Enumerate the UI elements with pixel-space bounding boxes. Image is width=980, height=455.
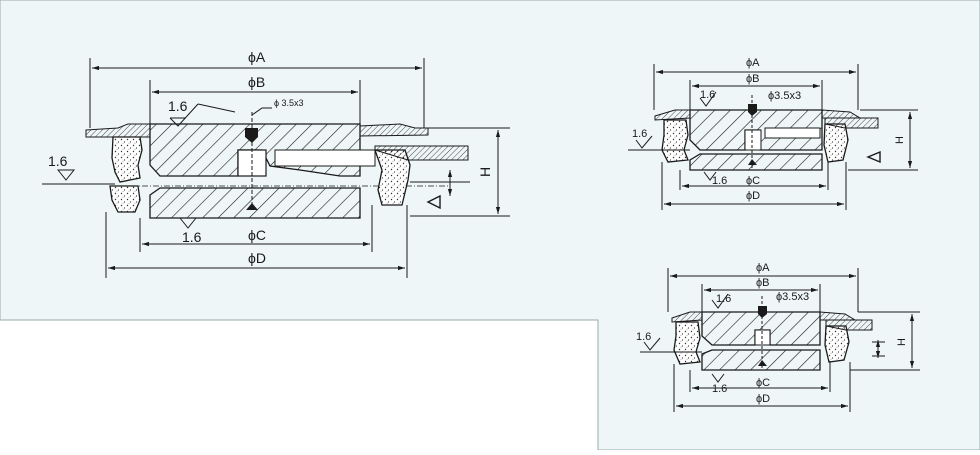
small-dim-d: ϕD — [756, 393, 770, 405]
large-roughness-left: 1.6 — [48, 153, 68, 169]
medium-dim-b: ϕB — [746, 73, 760, 85]
medium-bore — [744, 129, 762, 151]
small-roughness-top: 1.6 — [716, 293, 731, 305]
large-dim-d: ϕD — [248, 250, 266, 266]
small-disc-lower — [701, 349, 821, 371]
medium-disc-lower — [689, 153, 823, 171]
large-disc-lower — [149, 187, 361, 219]
small-roughness-left: 1.6 — [636, 331, 651, 343]
small-dim-a: ϕA — [756, 262, 770, 274]
medium-roughness-top: 1.6 — [700, 89, 715, 101]
large-dim-b: ϕB — [248, 74, 265, 90]
medium-dim-a: ϕA — [746, 57, 760, 69]
large-slot — [274, 149, 376, 167]
medium-dim-d: ϕD — [746, 190, 760, 202]
large-wheel-left-lower — [109, 185, 141, 213]
large-dim-c: ϕC — [248, 227, 266, 243]
small-wheel-right — [824, 325, 850, 363]
medium-wheel-right — [823, 123, 849, 163]
large-hole-bottom — [246, 203, 258, 210]
large-drawing: ϕA ϕB ϕC ϕD ϕ 3.5x3 1.6 1.6 1.6 H — [42, 49, 510, 278]
large-hole-top — [245, 128, 258, 143]
medium-roughness-bottom: 1.6 — [712, 175, 727, 187]
medium-slot — [764, 127, 821, 139]
small-drawing: ϕA ϕB ϕC ϕD ϕ3.5x3 1.6 1.6 1.6 H — [636, 262, 920, 412]
medium-hole-label: ϕ3.5x3 — [768, 90, 801, 102]
medium-right-bracket — [824, 117, 879, 129]
small-hole-label: ϕ3.5x3 — [776, 291, 809, 303]
small-dim-c: ϕC — [756, 377, 770, 389]
medium-height-label: H — [894, 136, 906, 144]
medium-drawing: ϕA ϕB ϕC ϕD ϕ3.5x3 1.6 1.6 1.6 H — [628, 57, 918, 210]
medium-roughness-left: 1.6 — [632, 128, 647, 140]
large-right-bracket — [374, 145, 469, 161]
large-wheel-left — [111, 136, 143, 183]
small-height-label: H — [896, 338, 908, 346]
small-roughness-bottom: 1.6 — [712, 383, 727, 395]
large-height-label: H — [477, 167, 493, 177]
large-hole-label: ϕ 3.5x3 — [274, 98, 304, 108]
medium-dim-c: ϕC — [746, 175, 760, 187]
small-right-bracket — [825, 319, 873, 331]
small-wheel-left — [673, 321, 701, 365]
medium-wheel-left — [661, 119, 689, 163]
large-roughness-top: 1.6 — [168, 98, 188, 114]
large-roughness-bottom: 1.6 — [182, 229, 202, 245]
large-dim-a: ϕA — [248, 49, 266, 65]
small-dim-b: ϕB — [756, 277, 770, 289]
